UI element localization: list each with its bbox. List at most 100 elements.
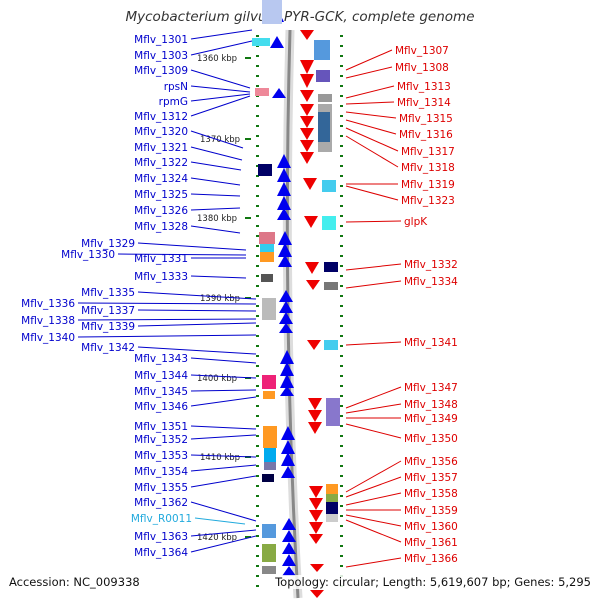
- gene-arrow-reverse: [308, 398, 322, 410]
- gene-label-right[interactable]: Mflv_1314: [397, 97, 451, 109]
- gene-label-left[interactable]: Mflv_1329: [81, 238, 135, 250]
- scale-label: 1360 kbp: [197, 54, 237, 64]
- gene-label-left[interactable]: Mflv_1336: [21, 298, 75, 310]
- gene-label-left[interactable]: Mflv_R0011: [131, 513, 192, 525]
- gene-label-left[interactable]: Mflv_1312: [134, 111, 188, 123]
- gene-block: [318, 94, 332, 102]
- label-connector: [345, 514, 402, 527]
- gene-arrow-forward: [278, 255, 292, 267]
- gene-label-left[interactable]: Mflv_1303: [134, 50, 188, 62]
- gene-label-left[interactable]: Mflv_1339: [81, 321, 135, 333]
- gene-label-right[interactable]: Mflv_1356: [404, 456, 458, 468]
- gene-label-left[interactable]: Mflv_1330: [61, 249, 115, 261]
- gene-arrow-forward: [280, 350, 294, 364]
- gene-block: [326, 398, 340, 426]
- gene-block: [324, 282, 338, 290]
- gene-label-left[interactable]: Mflv_1351: [134, 421, 188, 433]
- gene-label-right[interactable]: Mflv_1317: [401, 146, 455, 158]
- gene-label-left[interactable]: Mflv_1325: [134, 189, 188, 201]
- gene-label-left[interactable]: rpsN: [164, 81, 188, 93]
- gene-label-left[interactable]: Mflv_1322: [134, 157, 188, 169]
- gene-label-left[interactable]: Mflv_1353: [134, 450, 188, 462]
- gene-label-left[interactable]: Mflv_1328: [134, 221, 188, 233]
- label-connector: [345, 263, 402, 271]
- gene-arrow-forward: [281, 426, 295, 440]
- gene-label-right[interactable]: Mflv_1313: [397, 81, 451, 93]
- gene-label-right[interactable]: Mflv_1357: [404, 472, 458, 484]
- gene-label-right[interactable]: Mflv_1316: [399, 129, 453, 141]
- gene-block: [255, 88, 269, 96]
- gene-label-left[interactable]: Mflv_1354: [134, 466, 188, 478]
- gene-label-right[interactable]: glpK: [404, 216, 428, 228]
- gene-label-right[interactable]: Mflv_1358: [404, 488, 458, 500]
- gene-label-left[interactable]: Mflv_1331: [134, 253, 188, 265]
- gene-label-right[interactable]: Mflv_1366: [404, 553, 458, 565]
- gene-label-left[interactable]: Mflv_1333: [134, 271, 188, 283]
- gene-label-right[interactable]: Mflv_1349: [404, 413, 458, 425]
- gene-label-left[interactable]: Mflv_1364: [134, 547, 188, 559]
- gene-label-left[interactable]: Mflv_1346: [134, 401, 188, 413]
- gene-label-left[interactable]: Mflv_1352: [134, 434, 188, 446]
- gene-arrow-forward: [280, 374, 294, 388]
- gene-label-right[interactable]: Mflv_1318: [401, 162, 455, 174]
- gene-label-right[interactable]: Mflv_1308: [395, 62, 449, 74]
- gene-label-left[interactable]: Mflv_1337: [81, 305, 135, 317]
- gene-label-left[interactable]: rpmG: [159, 96, 188, 108]
- gene-block: [322, 216, 336, 230]
- gene-label-left[interactable]: Mflv_1344: [134, 370, 188, 382]
- gene-label-left[interactable]: Mflv_1362: [134, 497, 188, 509]
- gene-label-right[interactable]: Mflv_1341: [404, 337, 458, 349]
- gene-label-left[interactable]: Mflv_1363: [134, 531, 188, 543]
- gene-label-right[interactable]: Mflv_1307: [395, 45, 449, 57]
- gene-label-right[interactable]: Mflv_1348: [404, 399, 458, 411]
- gene-label-left[interactable]: Mflv_1321: [134, 142, 188, 154]
- gene-label-left[interactable]: Mflv_1340: [21, 332, 75, 344]
- gene-arrow-forward: [280, 386, 294, 396]
- gene-arrow-reverse: [300, 140, 314, 152]
- gene-label-right[interactable]: Mflv_1319: [401, 179, 455, 191]
- label-connector: [190, 501, 257, 522]
- gene-arrow-forward: [277, 154, 291, 168]
- genome-backbone: [282, 29, 303, 599]
- gene-arrow-reverse: [309, 510, 323, 522]
- gene-block: [324, 340, 338, 350]
- gene-label-left[interactable]: Mflv_1309: [134, 65, 188, 77]
- gene-label-left[interactable]: Mflv_1355: [134, 482, 188, 494]
- gene-label-left[interactable]: Mflv_1301: [134, 34, 188, 46]
- gene-label-left[interactable]: Mflv_1324: [134, 173, 188, 185]
- gene-label-left[interactable]: Mflv_1338: [21, 315, 75, 327]
- gene-label-right[interactable]: Mflv_1360: [404, 521, 458, 533]
- gene-features: [252, 0, 340, 598]
- gene-arrow-forward: [279, 312, 293, 324]
- gene-label-right[interactable]: Mflv_1350: [404, 433, 458, 445]
- gene-label-right[interactable]: Mflv_1334: [404, 276, 458, 288]
- gene-block: [262, 544, 276, 562]
- gene-label-right[interactable]: Mflv_1315: [399, 113, 453, 125]
- gene-label-left[interactable]: Mflv_1342: [81, 342, 135, 354]
- scale-label: 1390 kbp: [200, 294, 240, 304]
- gene-arrow-reverse: [300, 60, 314, 74]
- gene-label-right[interactable]: Mflv_1359: [404, 505, 458, 517]
- gene-block: [316, 70, 330, 82]
- label-connector: [345, 492, 402, 506]
- gene-label-right[interactable]: Mflv_1332: [404, 259, 458, 271]
- label-connector: [190, 40, 253, 56]
- label-connector: [190, 177, 241, 186]
- gene-label-left[interactable]: Mflv_1345: [134, 386, 188, 398]
- label-connector: [345, 85, 395, 99]
- gene-label-left[interactable]: Mflv_1326: [134, 205, 188, 217]
- label-connector: [190, 225, 241, 234]
- gene-label-left[interactable]: Mflv_1320: [134, 126, 188, 138]
- label-connector: [137, 322, 257, 327]
- gene-arrow-forward: [282, 566, 296, 576]
- gene-label-right[interactable]: Mflv_1361: [404, 537, 458, 549]
- gene-block: [261, 274, 273, 282]
- gene-arrow-forward: [282, 554, 296, 566]
- gene-label-left[interactable]: Mflv_1343: [134, 353, 188, 365]
- gene-arrow-forward: [280, 362, 294, 376]
- gene-label-right[interactable]: Mflv_1347: [404, 382, 458, 394]
- label-connector: [345, 119, 397, 135]
- gene-arrow-reverse: [300, 152, 314, 164]
- gene-label-left[interactable]: Mflv_1335: [81, 287, 135, 299]
- gene-label-right[interactable]: Mflv_1323: [401, 195, 455, 207]
